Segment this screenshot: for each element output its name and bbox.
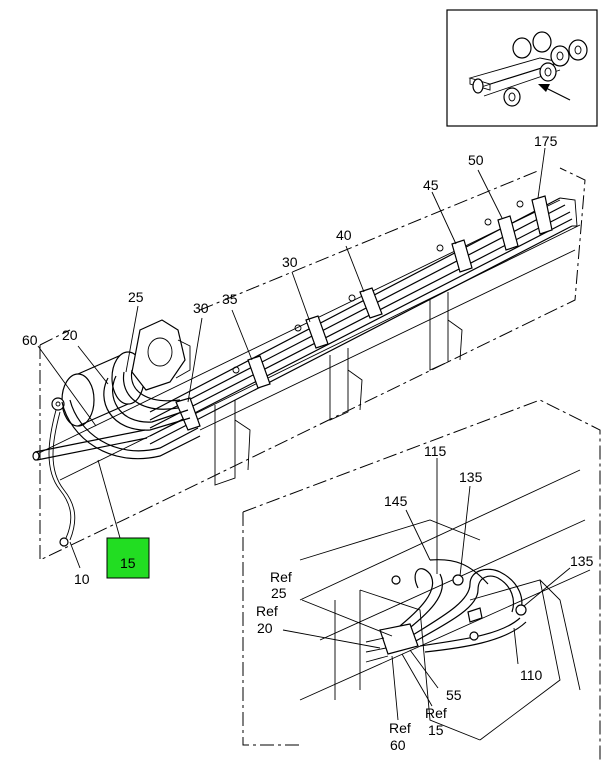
clamp-40 [348, 287, 383, 319]
clamp-30a [294, 315, 329, 349]
component-assembly [51, 319, 191, 427]
callout-110[interactable]: 110 [520, 667, 543, 683]
callout-15[interactable]: 15 [120, 555, 136, 571]
callout-40[interactable]: 40 [336, 227, 352, 243]
callout-135-right[interactable]: 135 [570, 553, 594, 569]
callout-60[interactable]: 60 [22, 332, 38, 348]
ref-label-15: Ref [425, 705, 447, 721]
detail-inset [242, 399, 601, 761]
clamp-45 [436, 239, 473, 273]
callout-ref-20[interactable]: 20 [257, 620, 273, 636]
clamps [175, 195, 553, 431]
callout-ref-25[interactable]: 25 [271, 585, 287, 601]
highlight-box-15[interactable] [106, 537, 150, 579]
clamp-35 [232, 355, 271, 389]
frame-rail [34, 167, 586, 561]
ref-label-60: Ref [389, 720, 411, 736]
callout-30-lower[interactable]: 30 [193, 300, 209, 316]
callout-50[interactable]: 50 [468, 152, 484, 168]
clamp-50 [484, 215, 519, 251]
clamp-30b [175, 397, 201, 431]
ref-label-20: Ref [256, 603, 278, 619]
callout-ref-60[interactable]: 60 [390, 737, 406, 753]
callout-175[interactable]: 175 [534, 133, 558, 149]
clamp-175 [516, 195, 553, 235]
hoses [32, 369, 201, 547]
callout-55[interactable]: 55 [446, 687, 462, 703]
callout-30-upper[interactable]: 30 [282, 254, 298, 270]
hose-bundle [149, 197, 578, 445]
callout-labels: 175 50 45 40 30 35 30 25 20 60 15 10 115… [22, 133, 594, 753]
callout-135-top[interactable]: 135 [459, 469, 483, 485]
callout-35[interactable]: 35 [222, 291, 238, 307]
callout-ref-15[interactable]: 15 [428, 722, 444, 738]
callout-145[interactable]: 145 [384, 493, 408, 509]
bracket-legs [214, 292, 463, 486]
locator-inset [446, 9, 598, 127]
callout-25[interactable]: 25 [128, 289, 144, 305]
callout-20[interactable]: 20 [62, 327, 78, 343]
callout-45[interactable]: 45 [423, 177, 439, 193]
callout-115[interactable]: 115 [424, 443, 447, 459]
ref-label-25: Ref [270, 569, 292, 585]
leader-lines [37, 147, 571, 721]
callout-10[interactable]: 10 [74, 571, 90, 587]
